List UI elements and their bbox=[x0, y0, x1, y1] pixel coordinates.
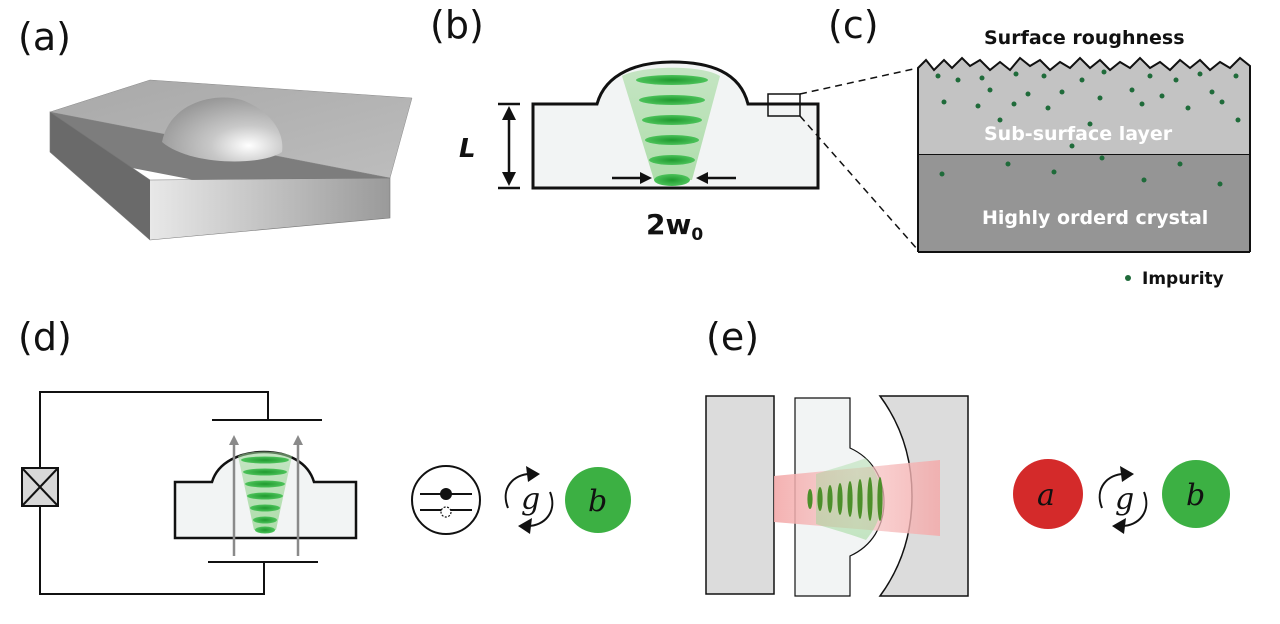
panel-label-d: (d) bbox=[18, 315, 72, 359]
flat-mirror bbox=[705, 395, 775, 595]
sub-surface-label: Sub-surface layer bbox=[984, 123, 1173, 145]
standing-wave-fringes-d bbox=[241, 456, 289, 534]
standing-wave-fringes bbox=[636, 75, 708, 186]
panel-c-layers: Surface roughness Sub-surface layer High… bbox=[917, 27, 1251, 289]
crystal-label: Highly orderd crystal bbox=[982, 207, 1208, 229]
panel-label-c: (c) bbox=[828, 3, 879, 47]
zoom-box bbox=[767, 93, 801, 117]
impurity-legend-label: Impurity bbox=[1142, 269, 1224, 289]
mode-b-circle-e bbox=[1162, 460, 1230, 528]
mode-a-label: a bbox=[1037, 478, 1055, 513]
coupling-label-d: g bbox=[521, 482, 540, 517]
voltage-source-icon bbox=[21, 467, 59, 507]
panel-d-circuit: g b bbox=[21, 391, 631, 595]
crystal-layer bbox=[918, 155, 1250, 252]
mode-b-label-e: b bbox=[1186, 478, 1205, 513]
panel-e-cavity: a g b bbox=[705, 395, 1230, 597]
waist-label: 2w0 bbox=[646, 208, 703, 245]
mode-label-d: b bbox=[588, 484, 607, 519]
coupling-label-e: g bbox=[1115, 482, 1134, 517]
panel-b-crosssection: L 2w0 bbox=[459, 60, 919, 251]
qubit-icon bbox=[411, 465, 481, 535]
impurity-dots bbox=[935, 69, 1241, 187]
panel-label-e: (e) bbox=[706, 315, 759, 359]
impurity-legend-dot bbox=[1125, 275, 1131, 281]
sub-surface-layer bbox=[917, 56, 1251, 156]
coupling-arrows-icon-e bbox=[1098, 466, 1148, 534]
panel-a-slab bbox=[49, 79, 413, 241]
mode-a-circle bbox=[1013, 459, 1083, 529]
standing-wave-fringes-e bbox=[807, 477, 883, 521]
panel-label-b: (b) bbox=[430, 3, 484, 47]
mode-b-circle-d bbox=[565, 467, 631, 533]
dome-shape bbox=[162, 97, 283, 162]
surface-roughness-label: Surface roughness bbox=[984, 27, 1185, 49]
coupling-arrows-icon bbox=[504, 466, 554, 534]
panel-label-a: (a) bbox=[18, 15, 71, 59]
length-label: L bbox=[459, 134, 476, 164]
